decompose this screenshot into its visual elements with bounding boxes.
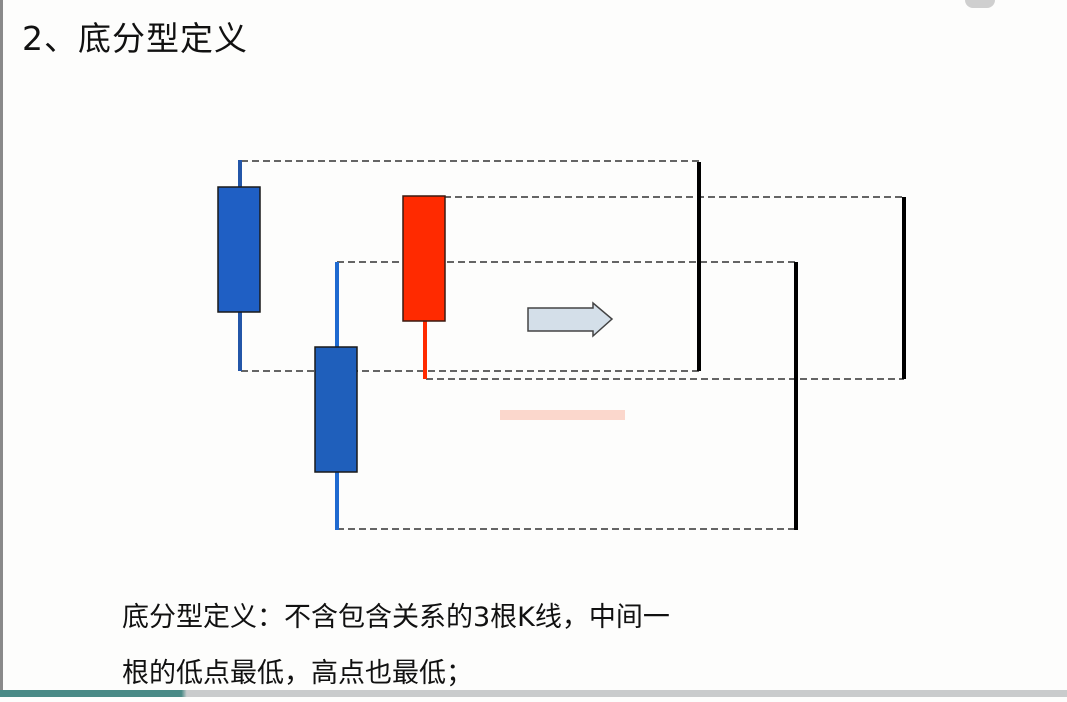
dashed-projection-lines [241, 160, 904, 530]
candle-left-bearish [217, 160, 261, 371]
slide-left-border [0, 0, 3, 690]
caption-line-2: 根的低点最低，高点也最低； [122, 658, 473, 689]
slide-title: 2、底分型定义 [22, 19, 248, 58]
bottom-progress-bar [0, 690, 1067, 697]
candle-right-bullish [402, 195, 446, 379]
definition-caption: 底分型定义：不含包含关系的3根K线，中间一 根的低点最低，高点也最低； [122, 590, 882, 702]
corner-watermark [965, 0, 995, 8]
caption-line-1: 底分型定义：不含包含关系的3根K线，中间一 [122, 602, 670, 633]
highlight-artifact [500, 410, 625, 420]
bottom-fractal-diagram [217, 160, 906, 530]
candle-middle-bearish [314, 262, 358, 530]
right-arrow-icon [527, 301, 614, 338]
simplified-bars [697, 162, 906, 530]
